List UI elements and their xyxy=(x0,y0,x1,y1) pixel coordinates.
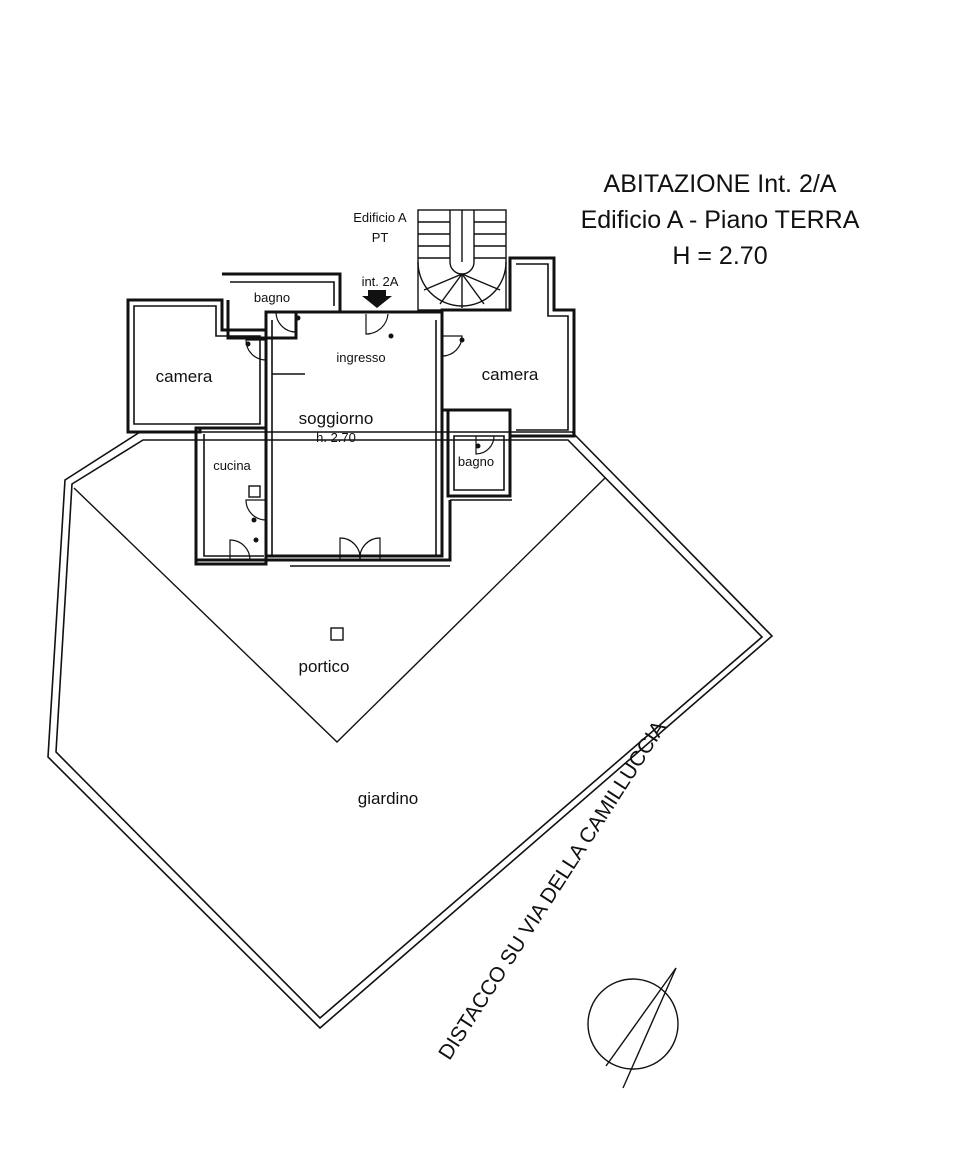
room-label-bagno-right: bagno xyxy=(458,454,494,469)
room-label-soggiorno-height: h. 2.70 xyxy=(316,430,356,445)
building-walls xyxy=(126,256,576,567)
north-arrow-icon xyxy=(587,967,679,1089)
portico-boundary xyxy=(73,477,606,743)
plan-subtitle: Edificio A - Piano TERRA xyxy=(581,206,860,234)
staircase-icon xyxy=(417,209,507,311)
room-label-camera-left: camera xyxy=(156,367,213,386)
entrance-unit-label: int. 2A xyxy=(362,274,399,289)
room-label-portico: portico xyxy=(298,657,349,676)
doors xyxy=(229,311,495,561)
plan-title: ABITAZIONE Int. 2/A xyxy=(604,170,837,198)
street-label: DISTACCO SU VIA DELLA CAMILLUCCIA xyxy=(434,717,670,1064)
pillars xyxy=(248,485,344,641)
room-label-soggiorno: soggiorno xyxy=(299,409,374,428)
entrance-building-label: Edificio A xyxy=(353,210,407,225)
room-label-bagno-top: bagno xyxy=(254,290,290,305)
room-label-ingresso: ingresso xyxy=(336,350,385,365)
entrance-floor-label: PT xyxy=(372,230,389,245)
room-label-giardino: giardino xyxy=(358,789,419,808)
plan-height: H = 2.70 xyxy=(672,242,767,270)
entrance-arrow-icon xyxy=(362,290,392,308)
room-label-camera-right: camera xyxy=(482,365,539,384)
room-label-cucina: cucina xyxy=(213,458,251,473)
